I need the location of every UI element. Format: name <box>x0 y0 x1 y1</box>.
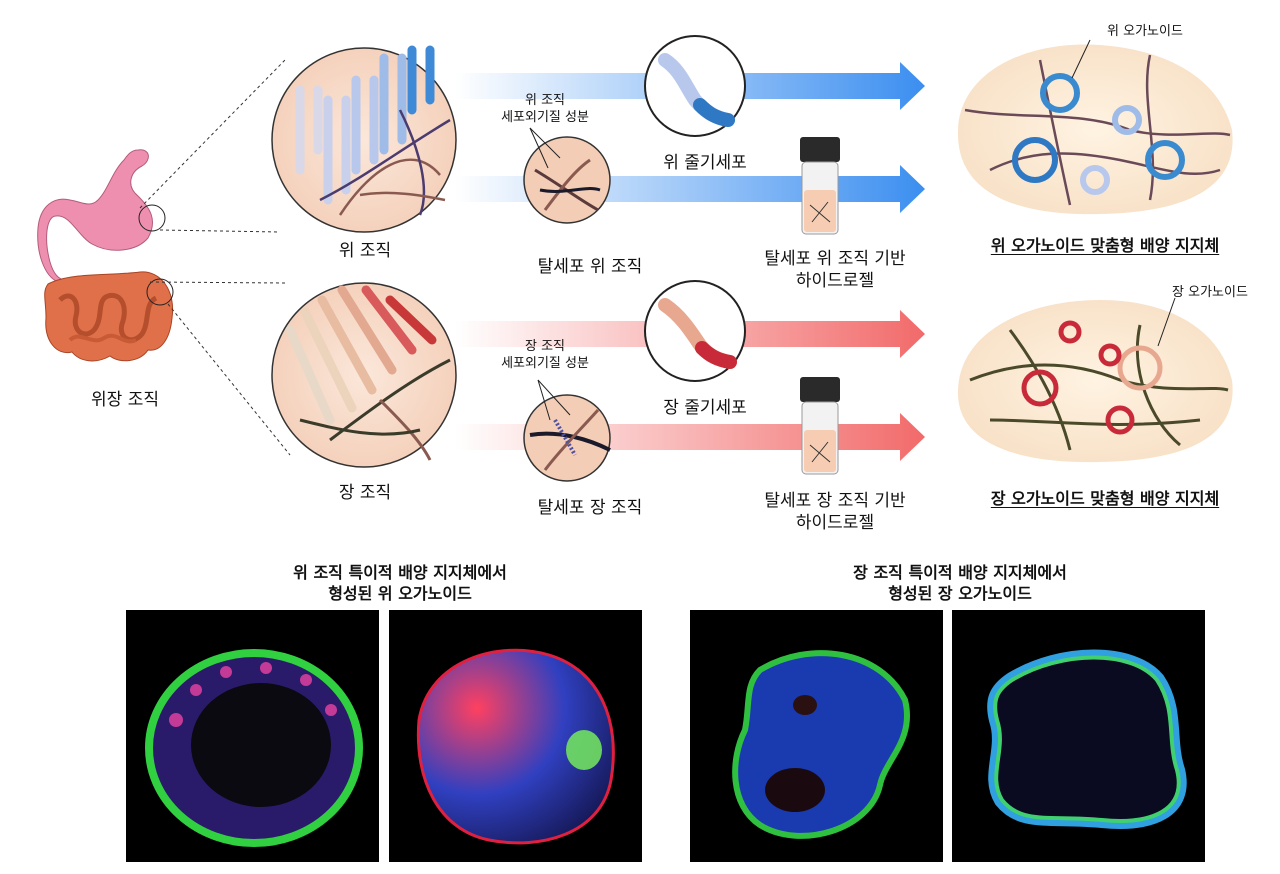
intestine-icon <box>44 271 174 362</box>
stomach-icon <box>37 149 153 283</box>
stomach-tissue-circle <box>271 45 457 233</box>
intestine-organoid-label: 장 오가노이드 <box>1172 285 1248 300</box>
stomach-stem-cell-label: 위 줄기세포 <box>663 153 747 173</box>
intestine-tissue-label: 장 조직 <box>338 483 392 503</box>
zoom-lines <box>139 59 291 456</box>
organoid-icon <box>1021 320 1163 435</box>
decell-stomach-label: 탈세포 위 조직 <box>537 257 643 277</box>
intestine-tissue-circle <box>271 282 457 468</box>
stomach-hydrogel-label: 탈세포 위 조직 기반 하이드로젤 <box>764 249 906 291</box>
intestine-stem-cell-label: 장 줄기세포 <box>663 398 747 418</box>
intestine-hydrogel-label: 탈세포 장 조직 기반 하이드로젤 <box>764 491 906 533</box>
intestine-organoid-micrograph-2 <box>952 610 1205 862</box>
stomach-organoid-label: 위 오가노이드 <box>1107 24 1183 39</box>
stomach-tissue-label: 위 조직 <box>338 241 392 261</box>
stomach-scaffold <box>957 44 1233 215</box>
stomach-ecm-label: 위 조직 세포외기질 성분 <box>501 93 589 125</box>
stomach-organoid-micrograph-2 <box>389 610 642 862</box>
intestine-stem-cell-circle <box>644 280 746 382</box>
decell-intestine-label: 탈세포 장 조직 <box>537 498 643 518</box>
decell-stomach-circle <box>523 136 611 224</box>
stomach-organoid-micrograph-1 <box>126 610 379 862</box>
intestine-scaffold <box>957 300 1233 463</box>
stomach-scaffold-label: 위 오가노이드 맞춤형 배양 지지체 <box>990 236 1220 255</box>
intestine-micro-title: 장 조직 특이적 배양 지지체에서 형성된 장 오가노이드 <box>853 563 1067 603</box>
vial-icon <box>800 137 840 235</box>
organoid-icon <box>1012 73 1185 195</box>
gi-tissue-label: 위장 조직 <box>91 390 159 410</box>
intestine-ecm-label: 장 조직 세포외기질 성분 <box>501 339 589 371</box>
intestine-scaffold-label: 장 오가노이드 맞춤형 배양 지지체 <box>990 489 1220 508</box>
stomach-micro-title: 위 조직 특이적 배양 지지체에서 형성된 위 오가노이드 <box>293 563 507 603</box>
intestine-organoid-micrograph-1 <box>690 610 943 862</box>
stomach-stem-cell-circle <box>644 35 746 137</box>
vial-icon <box>800 377 840 475</box>
decell-intestine-circle <box>523 394 611 482</box>
